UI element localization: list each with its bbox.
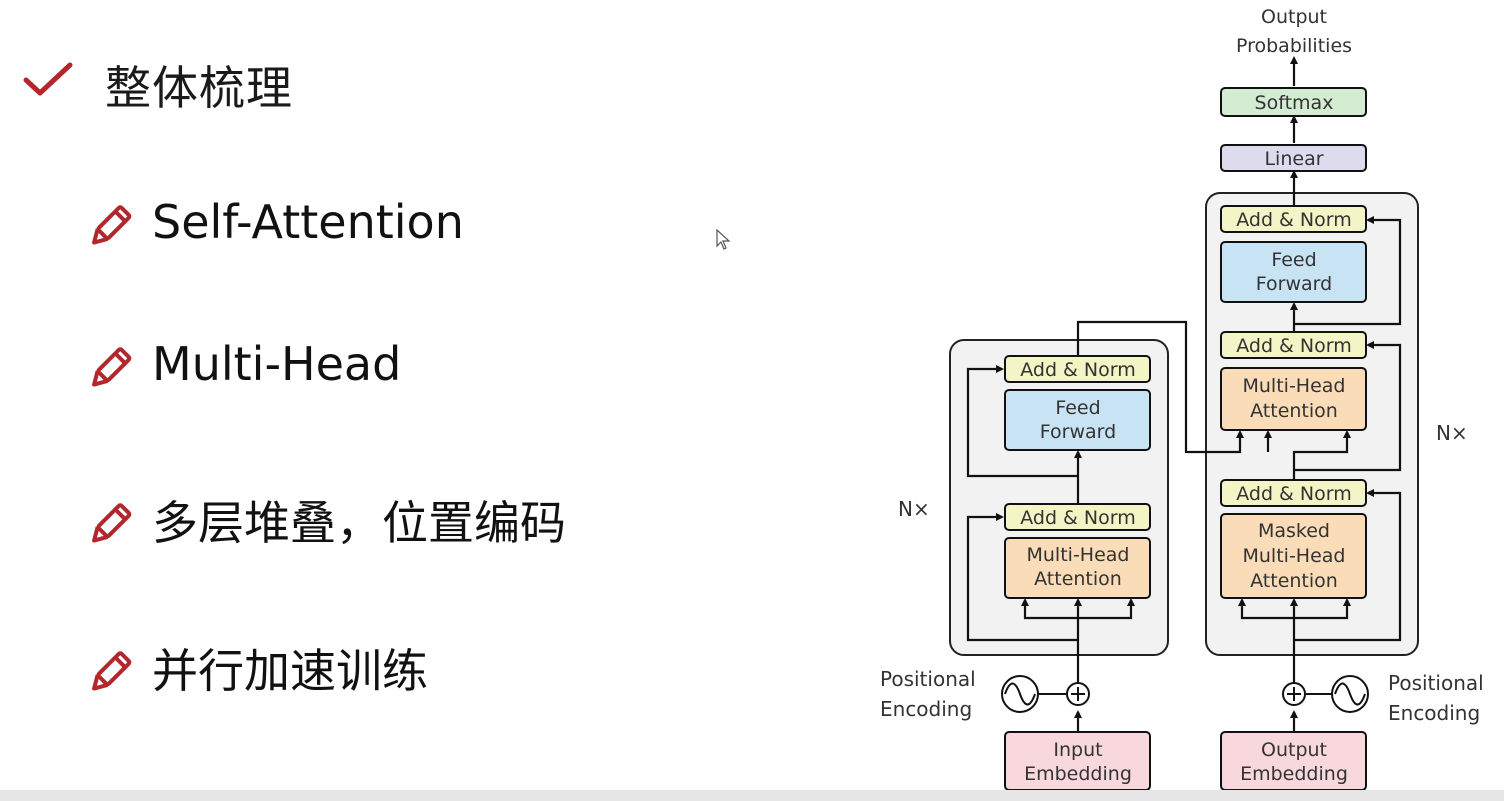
bullet-self-attention: Self-Attention — [90, 192, 464, 252]
decoder-feed-forward-label2: Forward — [1256, 273, 1332, 295]
decoder-add-norm-top — [1220, 205, 1367, 233]
bullet-parallel-training: 并行加速训练 — [90, 638, 428, 698]
decoder-add-norm-middle — [1220, 331, 1367, 359]
pencil-icon — [92, 205, 132, 245]
encoder-pos-encoding-label1: Positional — [880, 667, 976, 691]
encoder-feed-forward — [1004, 389, 1151, 451]
decoder-pos-encoding-label1: Positional — [1388, 671, 1484, 695]
encoder-add-norm-bottom-label: Add & Norm — [1020, 507, 1136, 529]
linear-box — [1220, 144, 1367, 172]
decoder-add-norm-bottom — [1220, 479, 1367, 507]
bullet-label: 多层堆叠，位置编码 — [152, 496, 566, 550]
decoder-feed-forward — [1220, 241, 1367, 303]
decoder-mha-label1: Multi-Head — [1243, 375, 1346, 397]
encoder-block — [949, 339, 1169, 656]
pencil-icon — [92, 347, 132, 387]
encoder-feed-forward-label2: Forward — [1040, 421, 1116, 443]
decoder-multi-head-attention — [1220, 367, 1367, 431]
encoder-mha-label1: Multi-Head — [1027, 544, 1130, 566]
decoder-add-norm-bottom-label: Add & Norm — [1236, 483, 1352, 505]
encoder-pos-encoding-label2: Encoding — [880, 697, 972, 721]
bullet-label: Self-Attention — [152, 195, 464, 249]
transformer-diagram: Output Probabilities Softmax Linear Add … — [880, 6, 1484, 791]
encoder-feed-forward-label1: Feed — [1055, 397, 1100, 419]
check-icon — [23, 62, 73, 96]
softmax-label: Softmax — [1255, 92, 1334, 114]
encoder-multi-head-attention — [1004, 537, 1151, 599]
encoder-nx-label: N× — [898, 497, 930, 521]
output-embedding-label1: Output — [1261, 739, 1327, 761]
decoder-mha-label2: Attention — [1250, 400, 1338, 422]
masked-label2: Multi-Head — [1243, 545, 1346, 567]
decoder-add-norm-middle-label: Add & Norm — [1236, 335, 1352, 357]
bottom-bar — [0, 790, 1504, 801]
decoder-add-norm-top-label: Add & Norm — [1236, 209, 1352, 231]
cursor-icon — [716, 229, 731, 250]
masked-label3: Attention — [1250, 570, 1338, 592]
bullet-stacking-positional: 多层堆叠，位置编码 — [90, 490, 566, 550]
encoder-mha-label2: Attention — [1034, 568, 1122, 590]
output-probabilities-line2: Probabilities — [1236, 35, 1352, 57]
linear-label: Linear — [1264, 148, 1323, 170]
slide-title: 整体梳理 — [105, 61, 293, 115]
pencil-icon — [92, 651, 132, 691]
encoder-add-norm-top-label: Add & Norm — [1020, 359, 1136, 381]
output-embedding-label2: Embedding — [1240, 763, 1348, 785]
decoder-pos-encoding-label2: Encoding — [1388, 701, 1480, 725]
pencil-icon — [92, 503, 132, 543]
encoder-add-norm-top — [1004, 355, 1151, 383]
output-probabilities-line1: Output — [1261, 6, 1327, 28]
decoder-masked-attention — [1220, 513, 1367, 599]
input-embedding-label2: Embedding — [1024, 763, 1132, 785]
bullet-label: Multi-Head — [152, 337, 402, 391]
softmax-box — [1220, 87, 1367, 117]
decoder-nx-label: N× — [1436, 421, 1468, 445]
input-embedding-label1: Input — [1053, 739, 1102, 761]
bullet-label: 并行加速训练 — [152, 644, 428, 698]
encoder-add-norm-bottom — [1004, 503, 1151, 531]
bullet-multi-head: Multi-Head — [90, 334, 401, 394]
masked-label1: Masked — [1258, 520, 1330, 542]
decoder-feed-forward-label1: Feed — [1271, 249, 1316, 271]
